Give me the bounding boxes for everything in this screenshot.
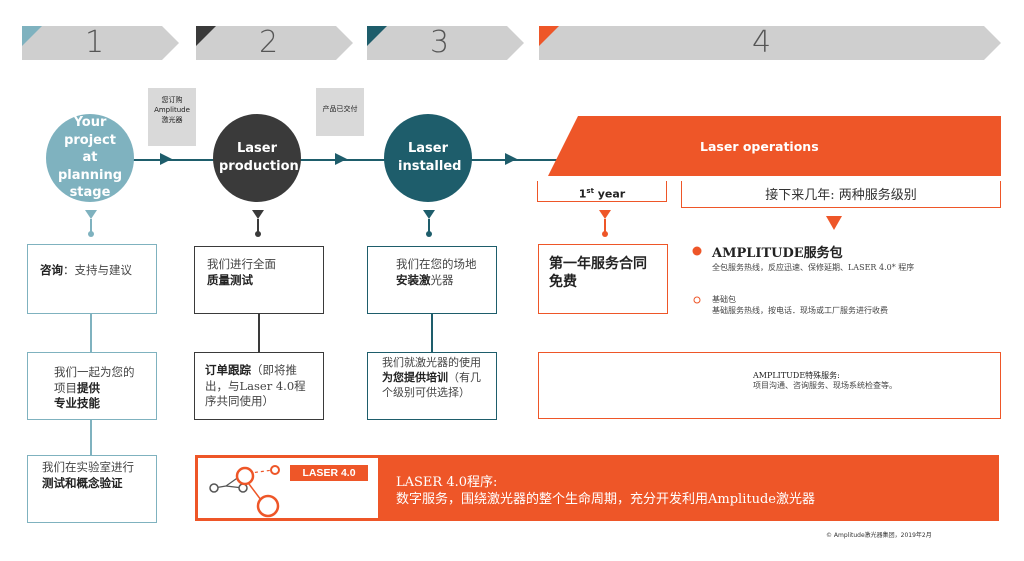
col3-box-training-text: 我们就激光器的使用为您提供培训（有几个级别可供选择） [368,353,496,401]
network-icon [209,465,280,518]
col2-box-quality-text: 我们进行全面 质量测试 [195,247,323,288]
stage-production-circle: Laser production [213,114,301,202]
next-years-arrow-icon [826,216,842,230]
col3-box-training: 我们就激光器的使用为您提供培训（有几个级别可供选择） [367,352,497,420]
tag-ordered: 您订购 Amplitude 激光器 [148,88,196,146]
col1-lab-bold: 测试和概念验证 [42,475,123,490]
laser40-logo-panel: LASER 4.0 [198,458,378,518]
stage-planning-label: Your project at planning stage [57,115,123,201]
stage-production-label: Laser production [219,141,299,174]
col2-tracking-text: （即将推出，与Laser 4.0程序共同使用） [205,363,306,409]
first-year-label-box: 1st year [537,181,667,202]
laser-operations-banner [548,116,1001,176]
col3-box-install: 我们在您的场地安装激光器 [367,246,497,314]
planning-pointer [85,210,97,237]
col1-box-expertise: 我们一起为您的项目提供 专业技能 [27,352,157,420]
step-4: 4 [539,26,1001,60]
col1-box-consulting: 咨询：支持与建议 [27,244,157,314]
col1-expertise-bold-b: 专业技能 [54,396,100,411]
col4-box-free-contract: 第一年服务合同免费 [538,244,668,314]
stage-planning-circle: Your project at planning stage [46,114,134,202]
step-3-chevron [367,26,524,60]
col1-consulting-text: ：支持与建议 [63,263,132,277]
amplitude-pack-bullet-icon [692,246,702,256]
next-years-text: 接下来几年: 两种服务级别 [765,188,917,203]
amplitude-pack-desc: 全包服务热线，反应迅速、保修延期、LASER 4.0* 程序 [712,263,915,272]
laser40-title: LASER 4.0程序: [396,475,498,490]
laser40-desc: 数字服务，围绕激光器的整个生命周期，充分开发利用Amplitude激光器 [396,492,815,507]
laser40-banner: LASER 4.0 LASER 4.0程序: 数字服务，围绕激光器的整个生命周期… [195,455,999,521]
tag-ordered-line1: 您订购 [161,96,183,104]
col2-box-tracking-text: 订单跟踪（即将推出，与Laser 4.0程序共同使用） [195,353,323,410]
col1-lab-text: 我们在实验室进行 [42,460,134,474]
col3-training-text-b: （有几个级别可供选择） [382,370,481,399]
col2-quality-bold: 质量测试 [207,272,253,287]
col1-consulting-bold: 咨询 [40,263,63,277]
col2-box-tracking: 订单跟踪（即将推出，与Laser 4.0程序共同使用） [194,352,324,420]
timeline-line [118,159,578,161]
free-contract-text: 第一年服务合同免费 [549,256,647,291]
stage-installed-label: Laser installed [398,141,462,174]
step-4-chevron [539,26,1001,60]
step-1-chevron [22,26,179,60]
col2-tracking-bold: 订单跟踪 [205,363,251,377]
step-3-number: 3 [429,25,450,60]
step-3: 3 [367,26,524,60]
col2-quality-text: 我们进行全面 [207,257,276,271]
step-2-number: 2 [258,25,279,60]
laser-operations-label: Laser operations [700,139,819,154]
basic-pack-desc: 基础服务热线，按电话．现场或工厂服务进行收费 [712,306,888,315]
col1-box-consulting-text: 咨询：支持与建议 [28,245,156,279]
special-services-title: AMPLITUDE特殊服务: [753,371,840,380]
col1-box-expertise-text: 我们一起为您的项目提供 专业技能 [28,353,156,412]
laser40-badge-text: LASER 4.0 [302,467,356,479]
col3-training-bold: 为您提供培训 [382,370,448,384]
step-1: 1 [22,26,179,60]
production-pointer [252,210,264,237]
step-2: 2 [196,26,353,60]
first-year-num: 1 [578,187,587,201]
copyright-footer: © Amplitude激光器集团，2019年2月 [826,532,932,539]
next-years-label-box: 接下来几年: 两种服务级别 [681,181,1001,208]
col3-install-text-b: 光器 [430,272,454,287]
col4-box-special-services: AMPLITUDE特殊服务: 项目沟通、咨询服务、现场系统检查等。 [538,352,1001,419]
tag-ordered-line2: Amplitude [154,105,190,114]
amplitude-pack-title: AMPLITUDE服务包 [712,246,843,261]
col1-box-lab-text: 我们在实验室进行测试和概念验证 [28,456,156,491]
first-year-pointer [599,210,611,237]
tag-ordered-line3: 激光器 [161,115,183,124]
col1-box-lab: 我们在实验室进行测试和概念验证 [27,455,157,523]
col1-expertise-text: 我们一起为您的项目 [54,365,135,395]
col3-install-bold: 安装激 [396,272,431,287]
step-2-chevron [196,26,353,60]
col1-expertise-bold-a: 提供 [77,380,100,395]
timeline-arrows [160,153,517,165]
step-1-number: 1 [84,25,105,60]
installed-pointer [423,210,435,237]
basic-pack-bullet-icon [693,296,701,304]
first-year-sup: st [586,187,594,195]
col3-install-text-a: 我们在您的场地 [396,257,477,271]
col3-connector [431,312,433,352]
col3-box-install-text: 我们在您的场地安装激光器 [368,247,496,288]
special-services-desc: 项目沟通、咨询服务、现场系统检查等。 [753,381,897,390]
laser40-badge: LASER 4.0 [290,465,368,481]
basic-pack-title: 基础包 [712,295,736,304]
col3-training-text-a: 我们就激光器的使用 [382,356,481,369]
tag-delivered-text: 产品已交付 [322,105,358,113]
stage-installed-circle: Laser installed [384,114,472,202]
first-year-rest: year [593,187,626,201]
tag-delivered: 产品已交付 [316,88,364,136]
col2-connector [258,313,260,353]
col2-box-quality: 我们进行全面 质量测试 [194,246,324,314]
step-4-number: 4 [751,25,772,60]
